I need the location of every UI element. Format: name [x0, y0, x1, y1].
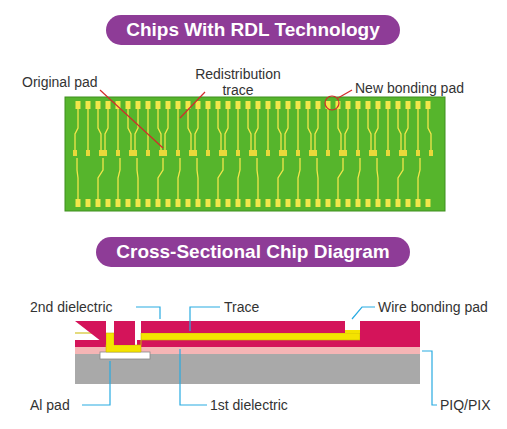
banner-title: Chips With RDL Technology: [126, 19, 380, 41]
part-label: Trace: [224, 299, 259, 315]
chip-photo: [65, 97, 445, 211]
part-label: 1st dielectric: [210, 397, 288, 413]
leader-lines: [100, 90, 352, 148]
part-label: Redistribution trace: [183, 66, 293, 98]
part-label: 2nd dielectric: [30, 299, 113, 315]
cross-section: [75, 321, 420, 384]
part-label: Al pad: [30, 397, 70, 413]
part-label: New bonding pad: [355, 80, 464, 96]
part-label: Original pad: [22, 74, 98, 90]
title-banner: Cross-Sectional Chip Diagram: [96, 237, 409, 267]
al-pad: [100, 352, 150, 359]
bonding-pad: [345, 330, 360, 333]
part-label: PIQ/PIX: [440, 397, 491, 413]
second-dielectric: [75, 321, 345, 345]
banner-title: Cross-Sectional Chip Diagram: [116, 241, 389, 263]
part-label: Wire bonding pad: [378, 299, 488, 315]
leader-lines: [82, 307, 437, 405]
second-dielectric: [360, 321, 420, 340]
title-banner: Chips With RDL Technology: [106, 15, 400, 45]
